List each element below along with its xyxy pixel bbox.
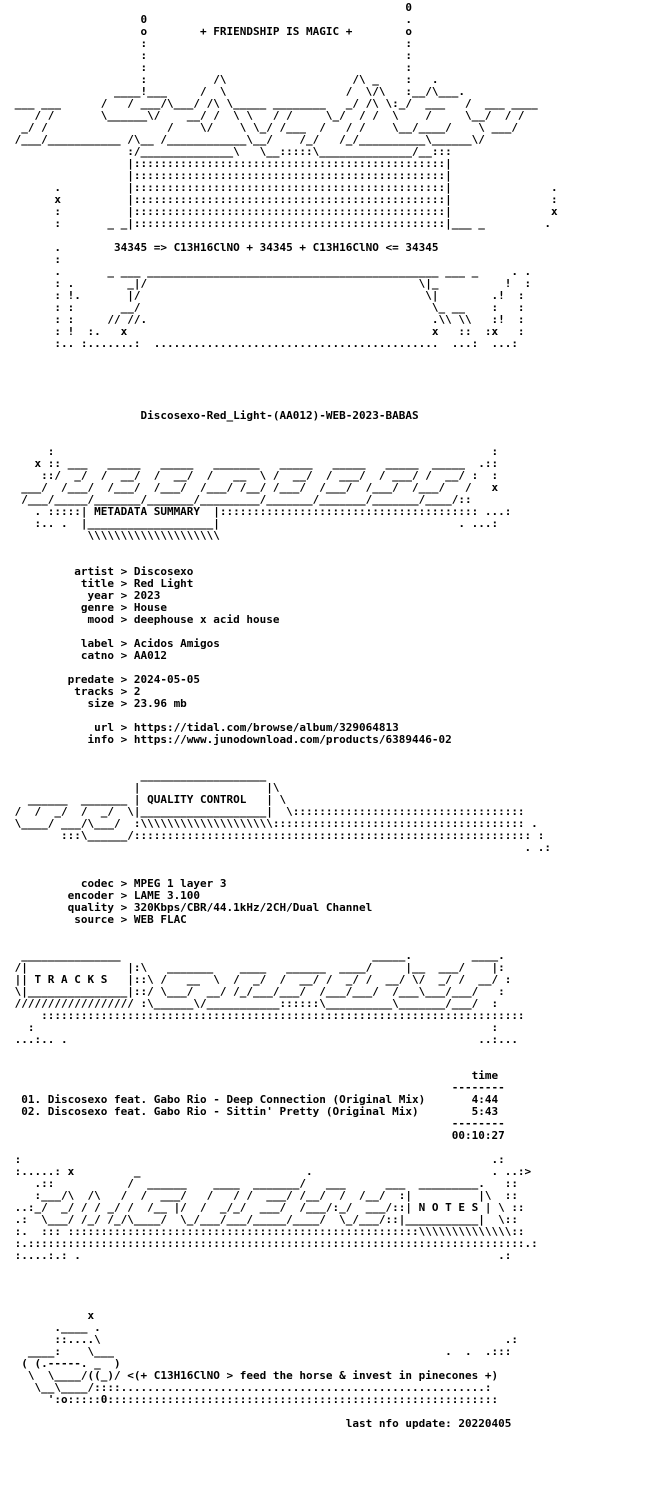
nfo-line: :. ::: :::::::::::::::::::::::::::::::::… — [8, 1225, 525, 1238]
nfo-line: quality > 320Kbps/CBR/44.1kHz/2CH/Dual C… — [8, 901, 373, 914]
nfo-line: label > Acidos Amigos — [8, 637, 220, 650]
nfo-line: Discosexo-Red_Light-(AA012)-WEB-2023-BAB… — [8, 409, 419, 422]
nfo-line: : : — [8, 61, 412, 74]
nfo-line: :::\______/:::::::::::::::::::::::::::::… — [8, 829, 545, 842]
nfo-line: 01. Discosexo feat. Gabo Rio - Deep Conn… — [8, 1093, 499, 1106]
nfo-line: ______ _______ | QUALITY CONTROL | \ — [8, 793, 287, 806]
nfo-line: tracks > 2 — [8, 685, 141, 698]
nfo-line: ::::::::::::::::::::::::::::::::::::::::… — [8, 1009, 525, 1022]
nfo-line: _______________ _____. ____. — [8, 949, 505, 962]
nfo-line: \__\____/::::...........................… — [8, 1381, 492, 1394]
nfo-line: :.. :.......: ..........................… — [8, 337, 518, 350]
nfo-line: . :::::| METADATA SUMMARY |:::::::::::::… — [8, 505, 512, 518]
nfo-line: :/______________\ \__:::::\_____________… — [8, 145, 452, 158]
nfo-line: o + FRIENDSHIP IS MAGIC + o — [8, 25, 412, 38]
nfo-line: : . _|/ \|_ ! : — [8, 277, 532, 290]
nfo-line: title > Red Light — [8, 577, 194, 590]
nfo-line: ___ ___ / / ___/\___/ /\ \_____ ________… — [8, 97, 538, 110]
nfo-line: year > 2023 — [8, 589, 161, 602]
nfo-line: last nfo update: 20220405 — [8, 1417, 512, 1430]
nfo-line: -------- — [8, 1117, 505, 1130]
nfo-line: .: \___/ /_/ /_/\____/ \_/___/___/_____/… — [8, 1213, 518, 1226]
nfo-line: artist > Discosexo — [8, 565, 194, 578]
nfo-line: :.::::::::::::::::::::::::::::::::::::::… — [8, 1237, 538, 1250]
nfo-line: size > 23.96 mb — [8, 697, 187, 710]
nfo-line: encoder > LAME 3.100 — [8, 889, 201, 902]
nfo-line: 02. Discosexo feat. Gabo Rio - Sittin' P… — [8, 1105, 499, 1118]
nfo-line: . 34345 => C13H16ClNO + 34345 + C13H16Cl… — [8, 241, 439, 254]
nfo-line: | |\ — [8, 781, 280, 794]
nfo-line: genre > House — [8, 601, 167, 614]
nfo-line: ::....\ .: — [8, 1333, 518, 1346]
nfo-line: / / \______\/ __/ / \ \ / / \_/ / / \ / … — [8, 109, 525, 122]
nfo-line: .____ . — [8, 1321, 101, 1334]
nfo-line: x |:::::::::::::::::::::::::::::::::::::… — [8, 193, 558, 206]
nfo-line: /___/_____/_______/_______/_________/___… — [8, 493, 472, 506]
nfo-line: codec > MPEG 1 layer 3 — [8, 877, 227, 890]
nfo-line: mood > deephouse x acid house — [8, 613, 280, 626]
nfo-line: : _ _|::::::::::::::::::::::::::::::::::… — [8, 217, 552, 230]
nfo-line: : !. |/ \| .! : — [8, 289, 525, 302]
nfo-line: . _ ___ ________________________________… — [8, 265, 532, 278]
nfo-line: \|_______________|::/ \___/ __/ /_/___/_… — [8, 985, 505, 998]
nfo-line: time — [8, 1069, 499, 1082]
nfo-line: |:::::::::::::::::::::::::::::::::::::::… — [8, 157, 452, 170]
nfo-line: : : — [8, 49, 412, 62]
nfo-line: \____/ ___/\___/ :\\\\\\\\\\\\\\\\\\\\::… — [8, 817, 538, 830]
nfo-line: x — [8, 1309, 95, 1322]
nfo-line: /___/___________ /\__ /____________\__/ … — [8, 133, 485, 146]
nfo-line: . |:::::::::::::::::::::::::::::::::::::… — [8, 181, 558, 194]
nfo-line: ( (.-----. _ ) — [8, 1357, 121, 1370]
nfo-line: x :: ___ _____ _____ _______ _____ _____… — [8, 457, 499, 470]
nfo-line: : : __/ \_ __ : : — [8, 301, 525, 314]
nfo-line: / / _/ / _/ \|___________________| \::::… — [8, 805, 525, 818]
nfo-line: : : — [8, 37, 412, 50]
nfo-line: predate > 2024-05-05 — [8, 673, 201, 686]
nfo-line: : — [8, 253, 61, 266]
nfo-line: : : — [8, 445, 499, 458]
nfo-line: 0 — [8, 1, 412, 14]
nfo-line: ..:_/ _/ / / _/ / /__ |/ / _/_/ ___/ /__… — [8, 1201, 525, 1214]
nfo-line: .:: / ______ ____ _______/ ___ ___ _____… — [8, 1177, 518, 1190]
nfo-line: ...:.. . ..:... — [8, 1033, 518, 1046]
nfo-line: :___/\ /\ / / ___/ / / / ___/ /__/ / /__… — [8, 1189, 518, 1202]
nfo-line: catno > AA012 — [8, 649, 167, 662]
nfo-line: : : — [8, 1021, 499, 1034]
nfo-line: \ \____/((_)/ <(+ C13H16ClNO > feed the … — [8, 1369, 499, 1382]
nfo-line: ////////////////// :\______\/___________… — [8, 997, 499, 1010]
nfo-line: ___________________ — [8, 769, 267, 782]
nfo-line: url > https://tidal.com/browse/album/329… — [8, 721, 399, 734]
nfo-line: 00:10:27 — [8, 1129, 505, 1142]
nfo-line: . .: — [8, 841, 552, 854]
nfo-line: source > WEB FLAC — [8, 913, 187, 926]
nfo-line: : |:::::::::::::::::::::::::::::::::::::… — [8, 205, 558, 218]
nfo-line: : /\ /\ _ : . — [8, 73, 439, 86]
nfo-line: :.....: x _ . . ..:> — [8, 1165, 532, 1178]
nfo-line: :....:.: . .: — [8, 1249, 512, 1262]
nfo-line: ___/ /___/ /___/ /___/ /___/ /__/ /___/ … — [8, 481, 499, 494]
nfo-line: \\\\\\\\\\\\\\\\\\\\ — [8, 529, 220, 542]
nfo-line: : ! :. x x :: :x : — [8, 325, 525, 338]
nfo-line: ':o:::::0:::::::::::::::::::::::::::::::… — [8, 1393, 499, 1406]
nfo-line: ____: \___ . . .::: — [8, 1345, 512, 1358]
nfo-line: || T R A C K S |::\ / __ \ / _/ / __/ / … — [8, 973, 512, 986]
nfo-line: : .: — [8, 1153, 505, 1166]
nfo-line: info > https://www.junodownload.com/prod… — [8, 733, 452, 746]
nfo-line: /| |:\ _______ ____ ______ ____/ |__ ___… — [8, 961, 505, 974]
nfo-line: :.. . |___________________| . ...: — [8, 517, 499, 530]
nfo-line: ::/ _/ / __/ / __/ / __ \ / __/ / ___/ /… — [8, 469, 499, 482]
nfo-line: |:::::::::::::::::::::::::::::::::::::::… — [8, 169, 452, 182]
nfo-line: -------- — [8, 1081, 505, 1094]
nfo-line: : : // //. .\\ \\ :! : — [8, 313, 525, 326]
nfo-line: 0 . — [8, 13, 412, 26]
nfo-line: _/ / / \/ \ \_/ /___ / / / \__/____/ \ _… — [8, 121, 518, 134]
nfo-line: ____!___ / \ / \/\ :__/\___. — [8, 85, 465, 98]
